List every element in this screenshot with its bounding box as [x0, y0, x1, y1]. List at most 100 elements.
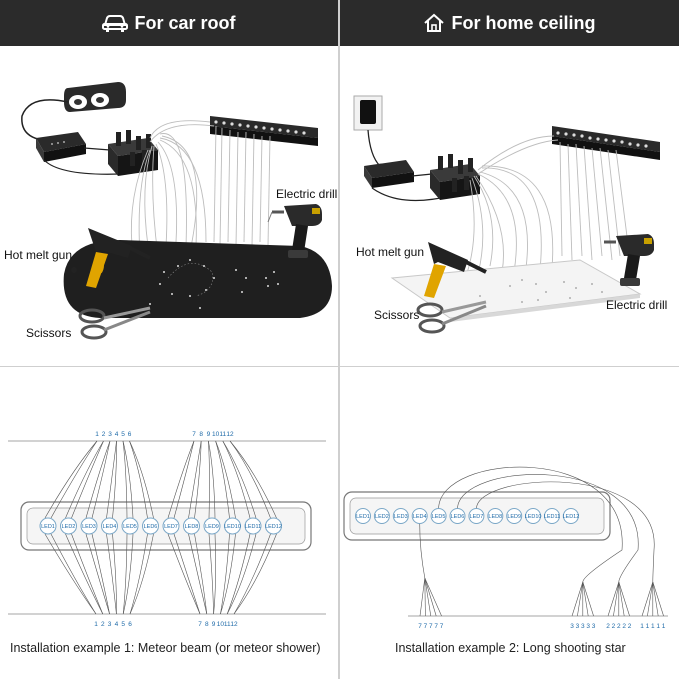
led-3: LED3: [80, 517, 98, 535]
svg-text:LED5: LED5: [123, 524, 137, 530]
scissors-illustration-home: [416, 300, 487, 334]
house-icon: [424, 13, 445, 32]
top-number: 7: [192, 431, 196, 438]
top-number: 5: [121, 431, 125, 438]
svg-text:LED6: LED6: [144, 524, 158, 530]
controller-box: [36, 132, 86, 162]
led-5: LED5: [121, 517, 139, 535]
svg-text:LED4: LED4: [413, 514, 427, 520]
top-number: 11: [219, 431, 226, 438]
bottom-number: 1: [651, 623, 655, 630]
label-electric-drill-home: Electric drill: [606, 298, 668, 312]
led-9: LED9: [203, 517, 221, 535]
top-number: 1: [95, 431, 99, 438]
car-icon: [102, 15, 129, 32]
led-3: LED3: [392, 508, 409, 524]
scissors-illustration: [78, 306, 151, 340]
fiber-strands: [130, 120, 271, 257]
led-10: LED10: [224, 517, 241, 535]
vertical-divider: [338, 0, 340, 679]
car-roof-illustration: [21, 82, 333, 340]
fiber-optic-bar-home: [552, 126, 660, 160]
svg-text:LED10: LED10: [525, 514, 542, 520]
label-scissors-car: Scissors: [26, 326, 72, 340]
bottom-number: 7: [440, 623, 444, 630]
bottom-number: 1: [662, 623, 666, 630]
svg-text:LED10: LED10: [224, 524, 241, 530]
bottom-number: 5: [121, 621, 125, 628]
bottom-number: 4: [115, 621, 119, 628]
led-10: LED10: [525, 508, 542, 524]
led-9: LED9: [506, 508, 523, 524]
bottom-number: 7: [198, 621, 202, 628]
glue-gun-home: [424, 242, 487, 298]
led-5: LED5: [430, 508, 447, 524]
led-12: LED12: [265, 517, 282, 535]
label-hot-melt-gun-car: Hot melt gun: [4, 248, 73, 262]
svg-text:LED2: LED2: [62, 524, 76, 530]
top-number: 2: [102, 431, 106, 438]
led-1: LED1: [39, 517, 57, 535]
top-number: 3: [108, 431, 112, 438]
bottom-number: 2: [617, 623, 621, 630]
bottom-number: 8: [205, 621, 209, 628]
svg-text:LED2: LED2: [375, 514, 389, 520]
svg-text:LED11: LED11: [245, 524, 261, 530]
power-adapter: [353, 95, 383, 131]
bottom-number: 6: [128, 621, 132, 628]
label-hot-melt-gun-home: Hot melt gun: [356, 245, 425, 259]
bottom-number: 2: [612, 623, 616, 630]
bottom-number: 3: [570, 623, 574, 630]
label-electric-drill-car: Electric drill: [276, 187, 338, 201]
svg-text:LED7: LED7: [164, 524, 178, 530]
svg-text:LED12: LED12: [265, 524, 282, 530]
bottom-number: 1: [656, 623, 660, 630]
svg-text:LED3: LED3: [394, 514, 408, 520]
bottom-number: 3: [576, 623, 580, 630]
led-2: LED2: [60, 517, 77, 535]
led-4: LED4: [101, 517, 118, 535]
home-ceiling-illustration: [353, 95, 660, 334]
controller-box-home: [364, 160, 414, 188]
fiber-strands-home: [465, 135, 631, 277]
top-number: 12: [226, 431, 234, 438]
led-7: LED7: [162, 517, 180, 535]
light-engines-home: [430, 154, 480, 200]
header-title-left: For car roof: [134, 12, 236, 33]
top-number: 6: [128, 431, 132, 438]
svg-text:LED9: LED9: [507, 514, 521, 520]
svg-text:LED1: LED1: [41, 524, 55, 530]
bottom-number: 1: [94, 621, 98, 628]
svg-text:LED5: LED5: [432, 514, 446, 520]
top-number: 4: [115, 431, 119, 438]
bottom-number: 12: [230, 621, 238, 628]
led-4: LED4: [411, 508, 428, 524]
bottom-number: 11: [224, 621, 231, 628]
horizontal-divider: [0, 366, 679, 367]
svg-text:LED7: LED7: [470, 514, 484, 520]
led-7: LED7: [468, 508, 485, 524]
bottom-number: 2: [622, 623, 626, 630]
led-6: LED6: [142, 517, 159, 535]
meteor-beam-diagram: LED1 LED2 LED3 LED4 LED5 LED6 LED7 LED8 LED9 LED1…: [8, 431, 326, 628]
electric-drill: [267, 204, 322, 258]
bottom-number: 7: [429, 623, 433, 630]
bottom-number: 7: [424, 623, 428, 630]
svg-text:LED4: LED4: [103, 524, 117, 530]
fiber-optic-bar: [210, 116, 318, 146]
label-scissors-home: Scissors: [374, 308, 420, 322]
caption-example-1: Installation example 1: Meteor beam (or …: [10, 641, 321, 655]
led-2: LED2: [373, 508, 390, 524]
top-number: 9: [207, 431, 211, 438]
svg-text:LED9: LED9: [205, 524, 219, 530]
svg-text:LED8: LED8: [185, 524, 199, 530]
bottom-number: 2: [628, 623, 632, 630]
led-6: LED6: [449, 508, 466, 524]
svg-text:LED6: LED6: [451, 514, 465, 520]
bottom-number: 9: [212, 621, 216, 628]
bottom-number: 2: [606, 623, 610, 630]
electric-drill-home: [604, 234, 654, 286]
header-home-ceiling: For home ceiling: [340, 0, 679, 46]
bottom-number: 1: [646, 623, 650, 630]
